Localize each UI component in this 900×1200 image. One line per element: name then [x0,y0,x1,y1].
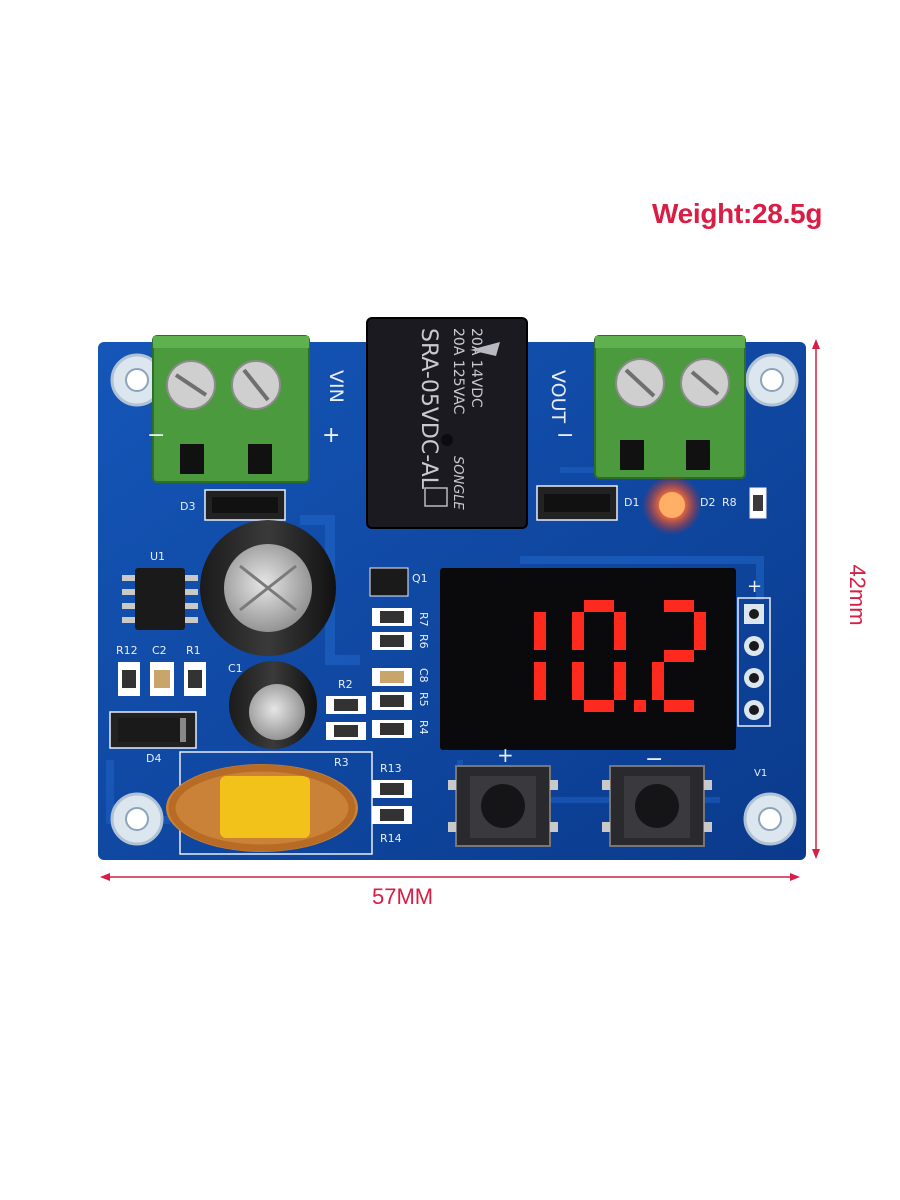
vin-minus-label: − [147,423,165,448]
height-dimension-label: 42mm [845,564,870,626]
display-decimal-point [634,700,646,712]
electrolytic-capacitor-large [200,520,336,656]
segment-g [664,650,694,662]
vin-plus-label: + [322,423,340,448]
resistor-r7 [372,608,412,626]
songle-logo-icon [470,342,500,356]
label-d1: D1 [624,496,639,509]
label-d2: D2 [700,496,715,509]
decrease-button-label: − [645,747,663,772]
mounting-hole-top-right [745,353,799,407]
seven-segment-display [440,568,736,750]
label-c1: C1 [228,662,243,675]
relay-rating-2: 20A 125VAC [450,328,466,415]
diode-d3 [204,489,286,521]
diode-d1 [536,485,618,521]
label-r3: R3 [334,756,349,769]
segment-b [694,612,706,650]
transistor-q1 [369,567,409,597]
label-r13: R13 [380,762,402,775]
mounting-hole-bottom-right [743,792,797,846]
label-c8: C8 [417,668,430,683]
label-u1: U1 [150,550,165,563]
segment-a [584,600,614,612]
segment-c [614,662,626,700]
label-r12: R12 [116,644,138,657]
resistor-r2 [326,696,366,740]
weight-label: Weight:28.5g [652,198,823,229]
label-v1: V1 [754,768,767,779]
capacitor-c8 [372,668,412,686]
display-digit-2 [652,600,706,712]
chip-u1 [122,568,198,630]
relay-model: SRA-05VDC-AL [416,328,441,490]
display-digit-1 [572,600,626,712]
label-r14: R14 [380,832,402,845]
inductor-coil [166,751,373,855]
label-r4: R4 [417,720,430,735]
label-d4: D4 [146,752,161,765]
segment-b [534,612,546,650]
relay-brand: SONGLE [450,456,465,511]
resistor-r4 [372,720,412,738]
relay-rating-1: 20A 14VDC [468,328,484,408]
resistor-r14 [372,806,412,824]
diode-d4 [109,711,197,749]
header-plus-label: + [747,576,762,597]
label-r6: R6 [417,634,430,649]
resistor-r13 [372,780,412,798]
vout-minus-label: − [556,423,574,448]
display-digit-0 [534,612,546,700]
segment-d [664,700,694,712]
ul-mark-icon [424,487,448,507]
increase-button-label: + [497,743,514,767]
segment-e [652,662,664,700]
height-dimension-line [812,339,820,859]
label-r1: R1 [186,644,201,657]
segment-b [614,612,626,650]
status-led [642,475,702,535]
label-r7: R7 [417,612,430,627]
width-dimension-label: 57MM [372,884,434,909]
segment-e [572,662,584,700]
segment-a [664,600,694,612]
segment-f [572,612,584,650]
label-r5: R5 [417,692,430,707]
electrolytic-capacitor-c1 [229,661,317,749]
label-r2: R2 [338,678,353,691]
width-dimension-line [100,873,800,881]
segment-d [584,700,614,712]
label-q1: Q1 [412,572,428,585]
relay: 20A 14VDC 20A 125VAC SRA-05VDC-AL SONGLE [366,317,528,529]
vout-label: VOUT [547,370,569,424]
resistor-r6 [372,632,412,650]
decrease-button[interactable] [602,765,712,847]
output-terminal-block [594,335,746,479]
resistor-r5 [372,692,412,710]
pin-header [737,597,771,727]
increase-button[interactable] [448,765,558,847]
label-r8: R8 [722,496,737,509]
input-terminal-block [152,335,310,483]
display-digits [534,600,706,712]
segment-c [534,662,546,700]
mounting-hole-bottom-left [110,792,164,846]
vin-label: VIN [325,370,347,403]
label-c2: C2 [152,644,167,657]
label-d3: D3 [180,500,195,513]
